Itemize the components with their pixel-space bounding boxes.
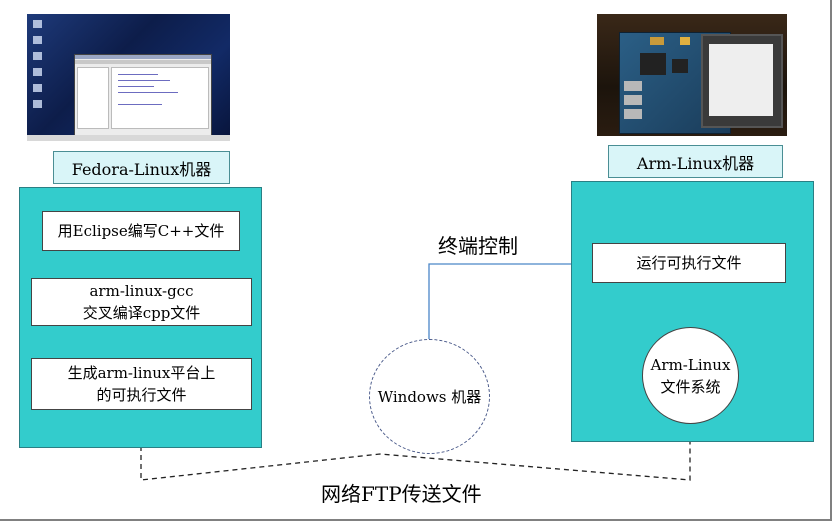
windows-node-line-2: 机器 xyxy=(451,387,482,406)
step-run-executable-text: 运行可执行文件 xyxy=(636,254,742,272)
lcd-panel-thumbnail xyxy=(701,34,783,128)
arm-filesystem-node: Arm-Linux 文件系统 xyxy=(642,327,739,424)
terminal-control-label: 终端控制 xyxy=(438,234,518,258)
arm-board-photo xyxy=(597,14,787,136)
filesystem-node-line-1: Arm-Linux xyxy=(650,355,731,374)
windows-node-line-1: Windows xyxy=(377,387,447,406)
eclipse-window-thumbnail xyxy=(74,54,212,138)
step-run-executable: 运行可执行文件 xyxy=(592,243,786,283)
filesystem-node-line-2: 文件系统 xyxy=(660,377,721,396)
step-write-code-text: 用Eclipse编写C++文件 xyxy=(57,222,225,240)
network-ftp-label: 网络FTP传送文件 xyxy=(321,482,482,506)
step-generate-line-1: 生成arm-linux平台上 xyxy=(67,364,216,382)
windows-machine-node: Windows 机器 xyxy=(369,339,490,454)
fedora-machine-label: Fedora-Linux机器 xyxy=(53,151,230,184)
step-generate-executable: 生成arm-linux平台上 的可执行文件 xyxy=(31,358,252,410)
terminal-control-arrow xyxy=(428,260,591,339)
arm-machine-label: Arm-Linux机器 xyxy=(608,145,783,178)
step-cross-compile-line-1: arm-linux-gcc xyxy=(89,282,194,300)
fedora-desktop-screenshot xyxy=(27,14,230,141)
step-write-code: 用Eclipse编写C++文件 xyxy=(42,211,240,251)
step-generate-line-2: 的可执行文件 xyxy=(96,386,187,404)
step-cross-compile: arm-linux-gcc 交叉编译cpp文件 xyxy=(31,278,252,326)
step-cross-compile-line-2: 交叉编译cpp文件 xyxy=(82,304,201,322)
